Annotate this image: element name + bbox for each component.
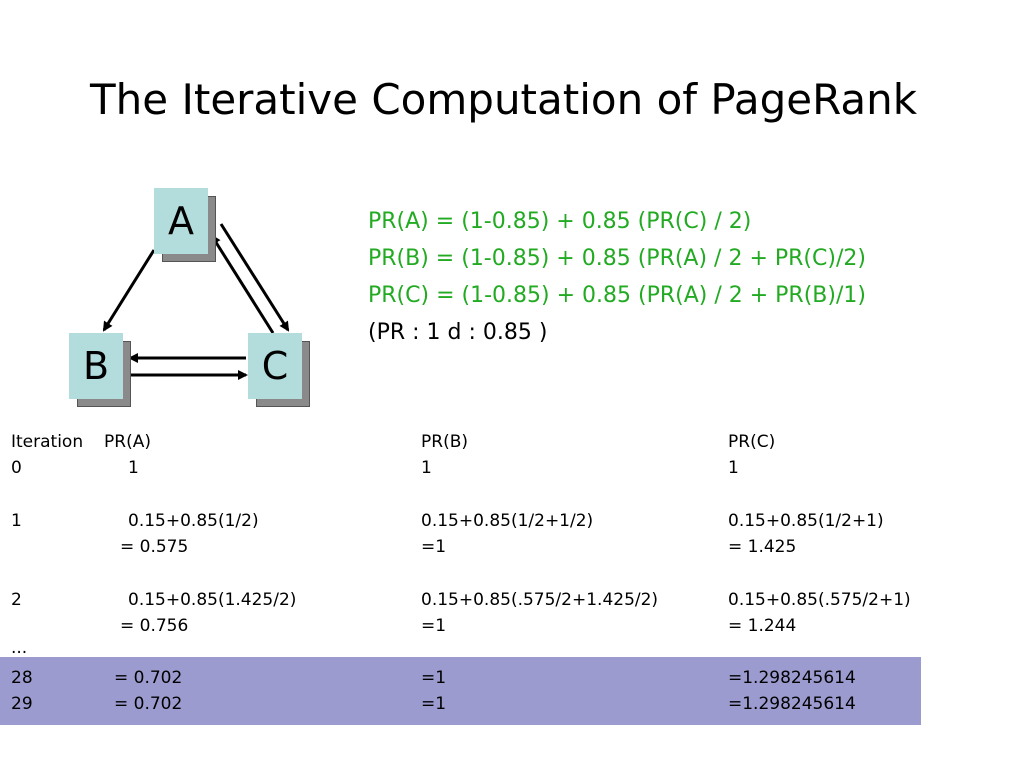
row29-pr-c: =1.298245614 [728, 694, 856, 714]
row29-iter: 29 [11, 694, 33, 714]
row1-pr-c: 0.15+0.85(1/2+1) [728, 511, 884, 531]
node-a-label: A [154, 188, 208, 254]
row1-pr-a-result: = 0.575 [120, 537, 189, 557]
row2-pr-c-result: = 1.244 [728, 616, 797, 636]
formula-pr-c: PR(C) = (1-0.85) + 0.85 (PR(A) / 2 + PR(… [368, 283, 866, 308]
row28-pr-b: =1 [421, 668, 447, 688]
row1-pr-b: 0.15+0.85(1/2+1/2) [421, 511, 594, 531]
node-b-label: B [69, 333, 123, 399]
formula-pr-b: PR(B) = (1-0.85) + 0.85 (PR(A) / 2 + PR(… [368, 246, 866, 271]
slide-title: The Iterative Computation of PageRank [90, 75, 918, 124]
converged-rows-highlight [0, 657, 921, 725]
row1-iter: 1 [11, 511, 22, 531]
row0-iter: 0 [11, 458, 22, 478]
row2-iter: 2 [11, 590, 22, 610]
formula-params: (PR : 1 d : 0.85 ) [368, 320, 548, 345]
edge-c-to-a [210, 234, 275, 334]
row2-pr-b: 0.15+0.85(.575/2+1.425/2) [421, 590, 659, 610]
row1-pr-a: 0.15+0.85(1/2) [128, 511, 259, 531]
header-pr-a: PR(A) [104, 432, 151, 452]
edge-a-to-b [102, 249, 156, 332]
row1-pr-c-result: = 1.425 [728, 537, 797, 557]
node-c-label: C [248, 333, 302, 399]
row28-pr-a: = 0.702 [114, 668, 183, 688]
row0-pr-a: 1 [128, 458, 139, 478]
node-c: C [248, 333, 310, 407]
node-b: B [69, 333, 131, 407]
header-iteration: Iteration [11, 432, 84, 452]
row0-pr-b: 1 [421, 458, 432, 478]
row0-pr-c: 1 [728, 458, 739, 478]
row28-iter: 28 [11, 668, 33, 688]
row29-pr-a: = 0.702 [114, 694, 183, 714]
row28-pr-c: =1.298245614 [728, 668, 856, 688]
row2-pr-a: 0.15+0.85(1.425/2) [128, 590, 297, 610]
edge-a-to-c [219, 223, 290, 332]
row29-pr-b: =1 [421, 694, 447, 714]
row1-pr-b-result: =1 [421, 537, 447, 557]
formula-pr-a: PR(A) = (1-0.85) + 0.85 (PR(C) / 2) [368, 209, 752, 234]
row2-pr-c: 0.15+0.85(.575/2+1) [728, 590, 911, 610]
row2-pr-a-result: = 0.756 [120, 616, 189, 636]
header-pr-b: PR(B) [421, 432, 468, 452]
header-pr-c: PR(C) [728, 432, 776, 452]
table-ellipsis: ... [11, 638, 28, 658]
row2-pr-b-result: =1 [421, 616, 447, 636]
node-a: A [154, 188, 216, 262]
